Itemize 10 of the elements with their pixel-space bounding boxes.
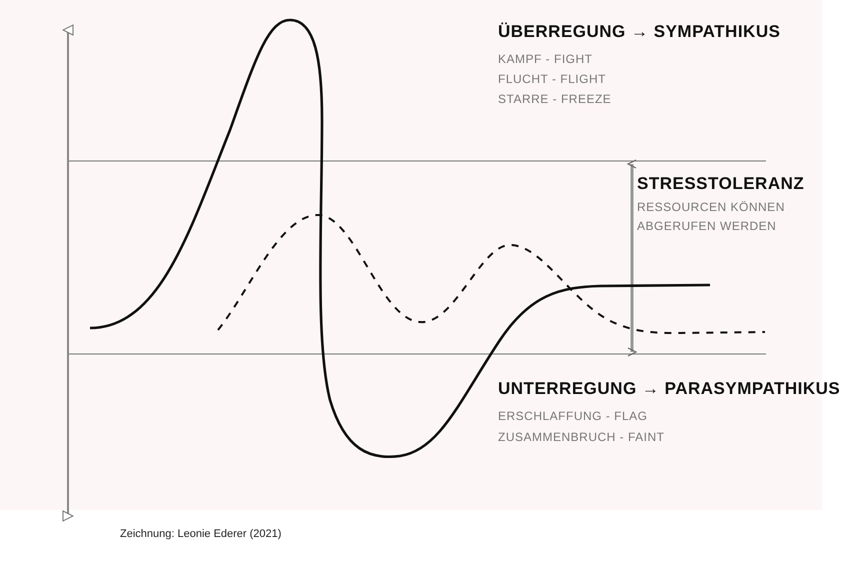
note: FLUCHT - FLIGHT xyxy=(498,72,606,86)
heading: UNTERREGUNG → PARASYMPATHIKUS xyxy=(498,379,840,399)
caption: Zeichnung: Leonie Ederer (2021) xyxy=(120,528,282,540)
note: STARRE - FREEZE xyxy=(498,92,612,106)
heading: ÜBERREGUNG → SYMPATHIKUS xyxy=(498,22,780,42)
heading: STRESSTOLERANZ xyxy=(637,174,804,194)
note: ZUSAMMENBRUCH - FAINT xyxy=(498,430,664,444)
note: KAMPF - FIGHT xyxy=(498,52,592,66)
note: RESSOURCEN KÖNNEN ABGERUFEN WERDEN xyxy=(637,199,786,235)
note: ERSCHLAFFUNG - FLAG xyxy=(498,409,648,423)
